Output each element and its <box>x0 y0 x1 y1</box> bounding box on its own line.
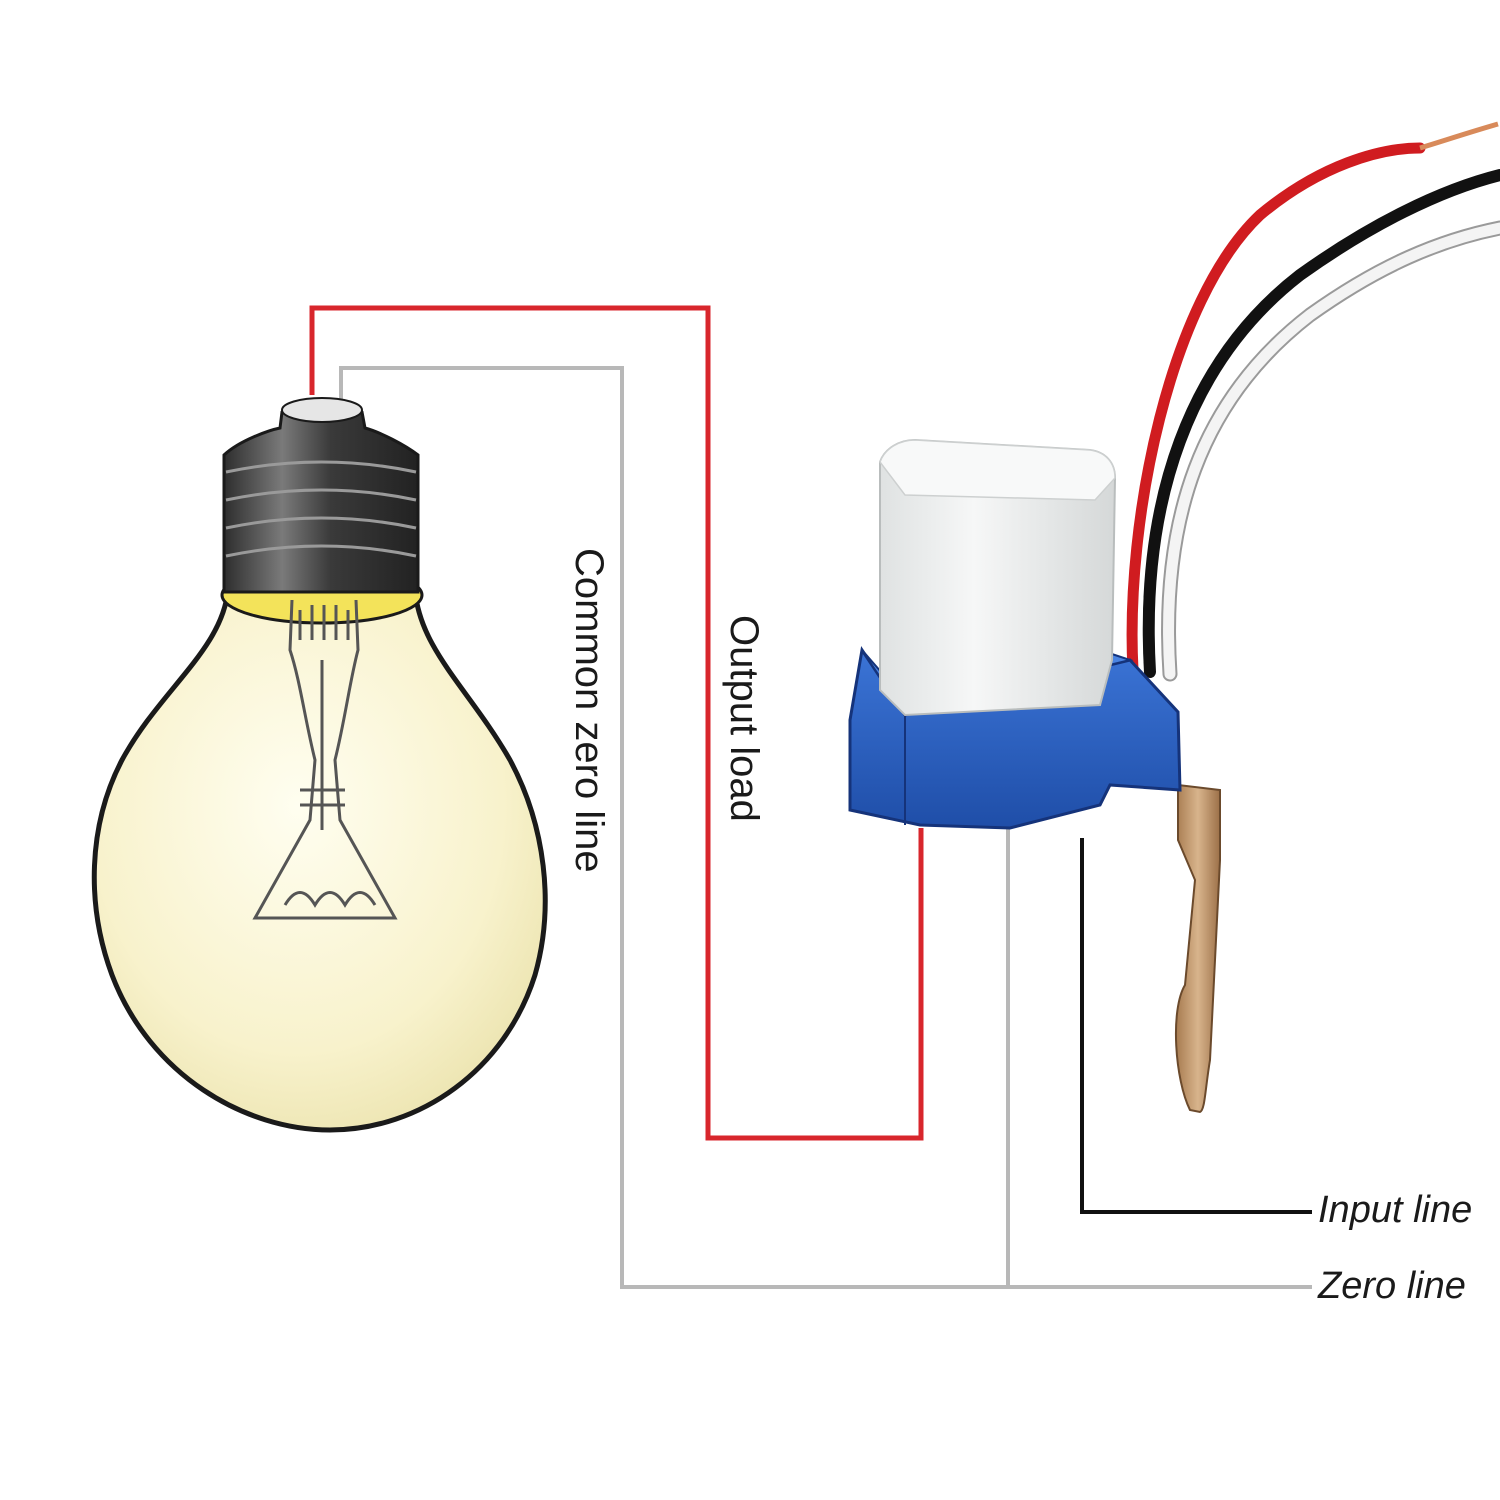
bulb-screw-base <box>222 401 420 594</box>
lead-black-wire <box>1142 169 1500 678</box>
bulb-glass <box>91 587 548 1133</box>
lead-white-inner <box>1163 222 1500 680</box>
lead-red-wire <box>1126 142 1426 676</box>
lead-red-copper <box>1419 121 1499 151</box>
input-line-wire <box>1080 838 1312 1214</box>
photocell-cap-top <box>879 439 1116 501</box>
light-bulb <box>91 397 548 1133</box>
mounting-bracket <box>1174 783 1221 1114</box>
bulb-screw-threads <box>225 460 417 558</box>
common-zero-line-label: Common zero line <box>567 548 611 873</box>
input-line-label: Input line <box>1318 1189 1472 1231</box>
common-zero-wire <box>339 366 1312 1289</box>
output-load-wire <box>309 305 924 1141</box>
bulb-filament <box>252 599 398 920</box>
zero-line-label: Zero line <box>1317 1265 1466 1307</box>
output-load-label: Output load <box>722 615 766 822</box>
photocell-switch <box>848 121 1500 1114</box>
bulb-contact-tip <box>281 397 363 423</box>
